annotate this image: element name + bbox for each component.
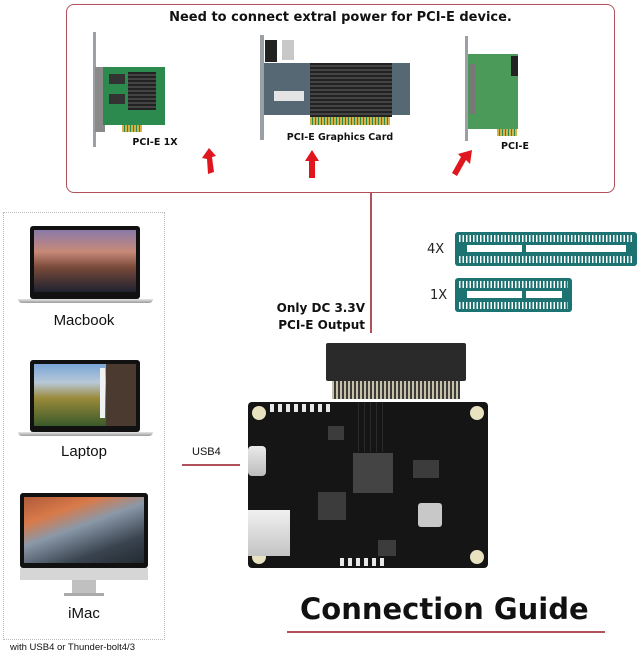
slot-pins-top — [459, 235, 633, 242]
imac-icon — [20, 493, 148, 601]
slot-label-4x: 4X — [427, 242, 445, 257]
pcie-usb-card — [425, 36, 525, 146]
card-connector — [511, 56, 518, 76]
slot-opening — [526, 245, 626, 252]
chip — [378, 540, 396, 556]
host-devices-panel — [3, 212, 165, 640]
pin-header — [340, 558, 385, 566]
card-pcb — [468, 54, 518, 129]
laptop-base — [18, 432, 153, 436]
usb4-label: USB4 — [192, 446, 221, 458]
slot-label-1x: 1X — [430, 288, 448, 303]
slot-pins-top — [459, 281, 568, 288]
pcie-1x-slot-icon — [455, 278, 572, 312]
connector-line — [370, 193, 372, 333]
pcie-slot-pins — [332, 381, 460, 399]
pcie-4x-slot-icon — [455, 232, 637, 266]
card-label-pcie-1x: PCI-E 1X — [132, 137, 178, 148]
inductor — [418, 503, 442, 527]
usb-ports — [469, 64, 475, 114]
slot-pins-bottom — [459, 256, 633, 263]
usb4-adapter-board-icon — [248, 340, 518, 590]
card-sticker — [274, 91, 304, 101]
card-edge-connector — [122, 125, 142, 132]
title-underline — [287, 631, 605, 633]
imac-wallpaper — [24, 497, 144, 563]
card-chip — [109, 74, 125, 84]
cliff — [106, 364, 136, 426]
slot-opening — [467, 245, 522, 252]
laptop-icon — [18, 360, 153, 438]
imac-chin — [20, 568, 148, 580]
card-heatsink — [310, 63, 392, 117]
compatibility-note: with USB4 or Thunder-bolt4/3 — [10, 642, 135, 653]
card-heatsink — [128, 72, 156, 110]
usb4-connection-line — [182, 464, 240, 466]
chip — [413, 460, 439, 478]
device-label-laptop: Laptop — [61, 443, 107, 460]
card-edge-connector — [310, 117, 390, 125]
imac-stand-foot — [64, 593, 104, 596]
mount-hole — [470, 550, 484, 564]
card-label-graphics: PCI-E Graphics Card — [286, 132, 394, 143]
power-notice-title: Need to connect extral power for PCI-E d… — [169, 10, 512, 25]
pcie-1x-card — [85, 32, 165, 150]
slot-opening — [467, 291, 522, 298]
macbook-base — [18, 299, 153, 303]
imac-stand — [72, 580, 96, 593]
output-voltage: Only DC 3.3V — [276, 301, 365, 315]
pin-header — [270, 404, 330, 412]
mount-hole — [470, 406, 484, 420]
pcie-slot-connector — [326, 343, 466, 381]
usb-c-port — [248, 446, 266, 476]
card-bracket — [465, 36, 468, 141]
controller-chip — [353, 453, 393, 493]
usb-a-port — [248, 510, 290, 556]
macbook-wallpaper — [34, 230, 136, 292]
vga-port — [265, 40, 277, 62]
pcb-traces — [358, 402, 388, 452]
macbook-icon — [18, 226, 153, 306]
connection-guide-title: Connection Guide — [300, 592, 589, 626]
device-label-macbook: Macbook — [53, 312, 115, 329]
slot-opening — [526, 291, 562, 298]
mount-hole — [252, 406, 266, 420]
output-label: Only DC 3.3V PCI-E Output — [255, 300, 365, 334]
card-bracket — [93, 32, 96, 147]
card-label-pcie: PCI-E — [501, 141, 529, 152]
card-bracket — [260, 35, 264, 140]
card-chip — [109, 94, 125, 104]
red-arrow-icon — [452, 150, 472, 176]
red-arrow-icon — [200, 148, 216, 174]
graphics-card — [250, 35, 420, 145]
device-label-imac: iMac — [68, 605, 100, 622]
output-type: PCI-E Output — [278, 318, 365, 332]
chip — [328, 426, 344, 440]
card-ports — [95, 67, 105, 132]
red-arrow-icon — [305, 150, 319, 178]
card-edge-connector — [497, 129, 517, 136]
chip — [318, 492, 346, 520]
waterfall — [100, 368, 105, 418]
dvi-port — [282, 40, 294, 60]
slot-pins-bottom — [459, 302, 568, 309]
